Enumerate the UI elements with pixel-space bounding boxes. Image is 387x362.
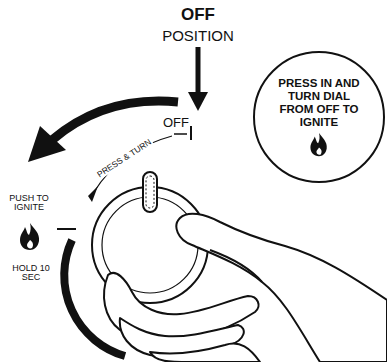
callout-text: PRESS IN AND TURN DIAL FROM OFF TO IGNIT… [271,77,367,129]
text-label: OFF [181,6,215,24]
pointer-arrow [196,47,201,94]
text-label: HOLD 10 SEC [11,264,51,283]
knob-grip-texture [146,176,154,208]
off-tick [190,126,192,140]
turn-arrowhead [28,126,66,162]
flame-symbol [308,133,330,157]
text-label: OFF [163,116,189,130]
flame-symbol [20,223,39,250]
callout-circle: PRESS IN AND TURN DIAL FROM OFF TO IGNIT… [253,51,385,183]
ignite-tick [57,228,76,230]
press-turn-arc [94,136,172,192]
turn-arrow [52,101,178,140]
press-turn-arrowhead [88,186,98,202]
knob-grip [143,172,157,212]
text-label: PRESS & TURN [94,137,153,180]
hand [104,214,387,362]
text-label: PUSH TO IGNITE [6,194,52,213]
text-label: POSITION [162,28,234,44]
pointer-arrowhead [188,92,208,111]
off-tick [174,133,187,135]
